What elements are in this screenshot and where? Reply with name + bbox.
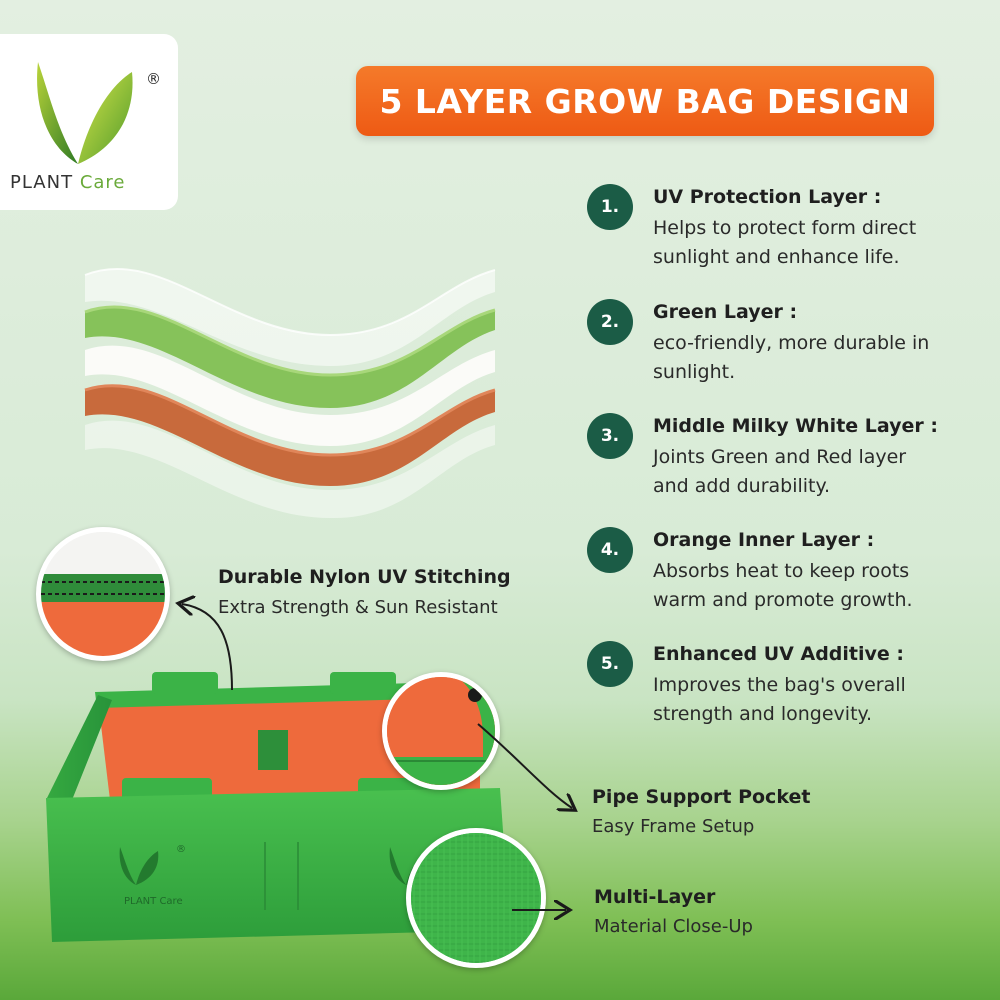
- layer-description: Absorbs heat to keep roots warm and prom…: [653, 560, 913, 611]
- bag-logo-registered: ®: [176, 844, 186, 855]
- page-title: 5 LAYER GROW BAG DESIGN: [379, 81, 911, 121]
- layer-description: Helps to protect form direct sunlight an…: [653, 217, 917, 268]
- layer-number-badge: 3.: [587, 413, 633, 459]
- layer-title: Enhanced UV Additive :: [653, 643, 904, 665]
- registered-mark: ®: [146, 70, 161, 88]
- material-closeup: [411, 833, 541, 963]
- layer-description: Improves the bag's overall strength and …: [653, 674, 906, 725]
- brand-name-care: Care: [79, 172, 126, 193]
- material-callout-subtitle: Material Close-Up: [594, 916, 753, 937]
- pipe-pocket-closeup: [387, 677, 495, 785]
- layer-description: eco-friendly, more durable in sunlight.: [653, 332, 930, 383]
- layer-number-badge: 5.: [587, 641, 633, 687]
- bag-logo-text: PLANT Care: [124, 896, 183, 907]
- brand-name-plant: PLANT: [10, 172, 74, 193]
- wave-layer-uv-protection: [85, 268, 495, 366]
- pipe-callout-subtitle: Easy Frame Setup: [592, 816, 755, 837]
- brand-logo: ® PLANT Care: [0, 34, 178, 210]
- layer-number-badge: 1.: [587, 184, 633, 230]
- layer-number-badge: 2.: [587, 299, 633, 345]
- layer-stack-illustration: [84, 268, 496, 519]
- pipe-pocket-zoom-circle: [382, 672, 500, 790]
- title-banner: 5 LAYER GROW BAG DESIGN: [356, 66, 934, 136]
- wave-layer-green: [85, 306, 495, 408]
- layer-title: Green Layer :: [653, 301, 798, 323]
- stitching-callout-subtitle: Extra Strength & Sun Resistant: [218, 597, 498, 618]
- material-zoom-circle: [406, 828, 546, 968]
- layer-description: Joints Green and Red layer and add durab…: [653, 446, 907, 497]
- layer-title: Middle Milky White Layer :: [653, 415, 938, 437]
- layer-title: Orange Inner Layer :: [653, 529, 875, 551]
- pipe-callout-title: Pipe Support Pocket: [592, 786, 811, 808]
- material-callout-title: Multi-Layer: [594, 886, 716, 908]
- brand-name: PLANT Care: [10, 172, 126, 193]
- stitching-closeup: [41, 532, 165, 656]
- stitching-zoom-circle: [36, 527, 170, 661]
- wave-layer-orange: [85, 385, 495, 486]
- leaf-logo-icon: [37, 62, 133, 164]
- stitching-callout-title: Durable Nylon UV Stitching: [218, 566, 511, 588]
- layer-number-badge: 4.: [587, 527, 633, 573]
- wave-layer-uv-additive: [85, 420, 495, 519]
- layer-title: UV Protection Layer :: [653, 186, 882, 208]
- wave-layer-white: [85, 345, 495, 446]
